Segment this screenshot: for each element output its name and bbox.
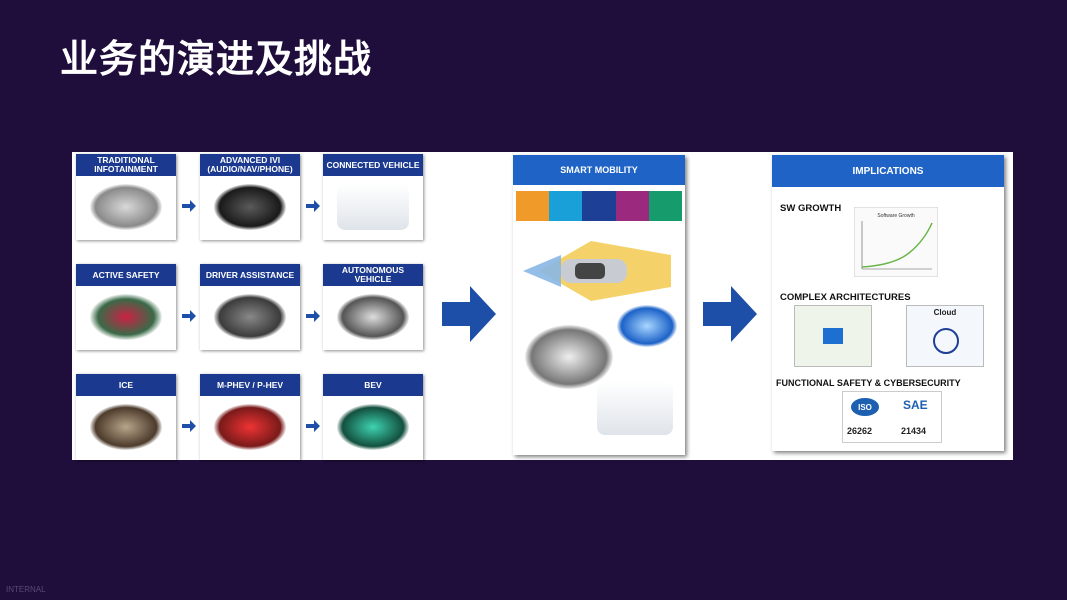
card-connected-vehicle: CONNECTED VEHICLE [323,154,423,240]
card-bev: BEV [323,374,423,460]
big-arrow-right-icon [442,286,496,342]
card-driver-assistance: DRIVER ASSISTANCE [200,264,300,350]
sae-number: 21434 [901,426,927,436]
content-panel: TRADITIONAL INFOTAINMENT ADVANCED IVI (A… [72,152,1013,460]
sae-logo: SAE [903,398,928,412]
footer-label: INTERNAL [6,585,46,594]
arrow-right-icon [306,310,320,322]
tile-heart-icon [615,191,649,221]
smart-mobility-card: SMART MOBILITY [513,155,685,455]
tile-cloud-icon [516,191,550,221]
cloud-diagram: Cloud [906,305,984,367]
card-label: ACTIVE SAFETY [76,264,176,286]
arrow-right-icon [182,420,196,432]
engine-image [90,404,162,450]
card-label: ICE [76,374,176,396]
driver-assistance-image [214,294,286,340]
arrow-right-icon [182,310,196,322]
card-label: DRIVER ASSISTANCE [200,264,300,286]
card-active-safety: ACTIVE SAFETY [76,264,176,350]
big-arrow-right-icon [703,286,757,342]
sensor-car-image [523,241,671,301]
arrow-right-icon [182,200,196,212]
card-ice: ICE [76,374,176,460]
standards-box: ISO SAE 26262 21434 [842,391,942,443]
section-complex-architectures: COMPLEX ARCHITECTURES [780,292,911,303]
arrow-right-icon [306,420,320,432]
tile-network-icon [549,191,583,221]
card-label: ADVANCED IVI (AUDIO/NAV/PHONE) [200,154,300,176]
chart-caption: Software Growth [877,213,914,219]
card-label: M-PHEV / P-HEV [200,374,300,396]
connected-car-image [337,184,409,230]
section-functional-safety: FUNCTIONAL SAFETY & CYBERSECURITY [776,378,961,388]
card-label: CONNECTED VEHICLE [323,154,423,176]
ivi-image [214,184,286,230]
card-phev: M-PHEV / P-HEV [200,374,300,460]
card-label: BEV [323,374,423,396]
mobility-tiles [516,191,683,221]
iso-logo: ISO [851,398,879,416]
data-sphere-image [617,305,677,347]
radio-image [90,184,162,230]
active-safety-image [90,294,162,340]
car-interior-image [525,325,613,389]
architecture-diagram [794,305,872,367]
tile-automation-icon [582,191,616,221]
connected-car-image [597,381,673,435]
sw-growth-chart: Software Growth [854,207,938,277]
battery-image [337,404,409,450]
section-sw-growth: SW GROWTH [780,203,842,214]
page-title: 业务的演进及挑战 [60,37,373,81]
card-traditional-infotainment: TRADITIONAL INFOTAINMENT [76,154,176,240]
implications-card: IMPLICATIONS SW GROWTH Software Growth C… [772,155,1004,451]
implications-label: IMPLICATIONS [772,155,1004,187]
tile-eye-icon [648,191,683,221]
card-autonomous-vehicle: AUTONOMOUS VEHICLE [323,264,423,350]
autonomous-image [337,294,409,340]
cloud-label: Cloud [933,308,957,317]
card-label: TRADITIONAL INFOTAINMENT [76,154,176,176]
vw-logo-icon [933,328,959,354]
hybrid-image [214,404,286,450]
smart-mobility-label: SMART MOBILITY [513,155,685,185]
arrow-right-icon [306,200,320,212]
central-node [823,328,843,344]
iso-number: 26262 [847,426,873,436]
card-label: AUTONOMOUS VEHICLE [323,264,423,286]
card-advanced-ivi: ADVANCED IVI (AUDIO/NAV/PHONE) [200,154,300,240]
